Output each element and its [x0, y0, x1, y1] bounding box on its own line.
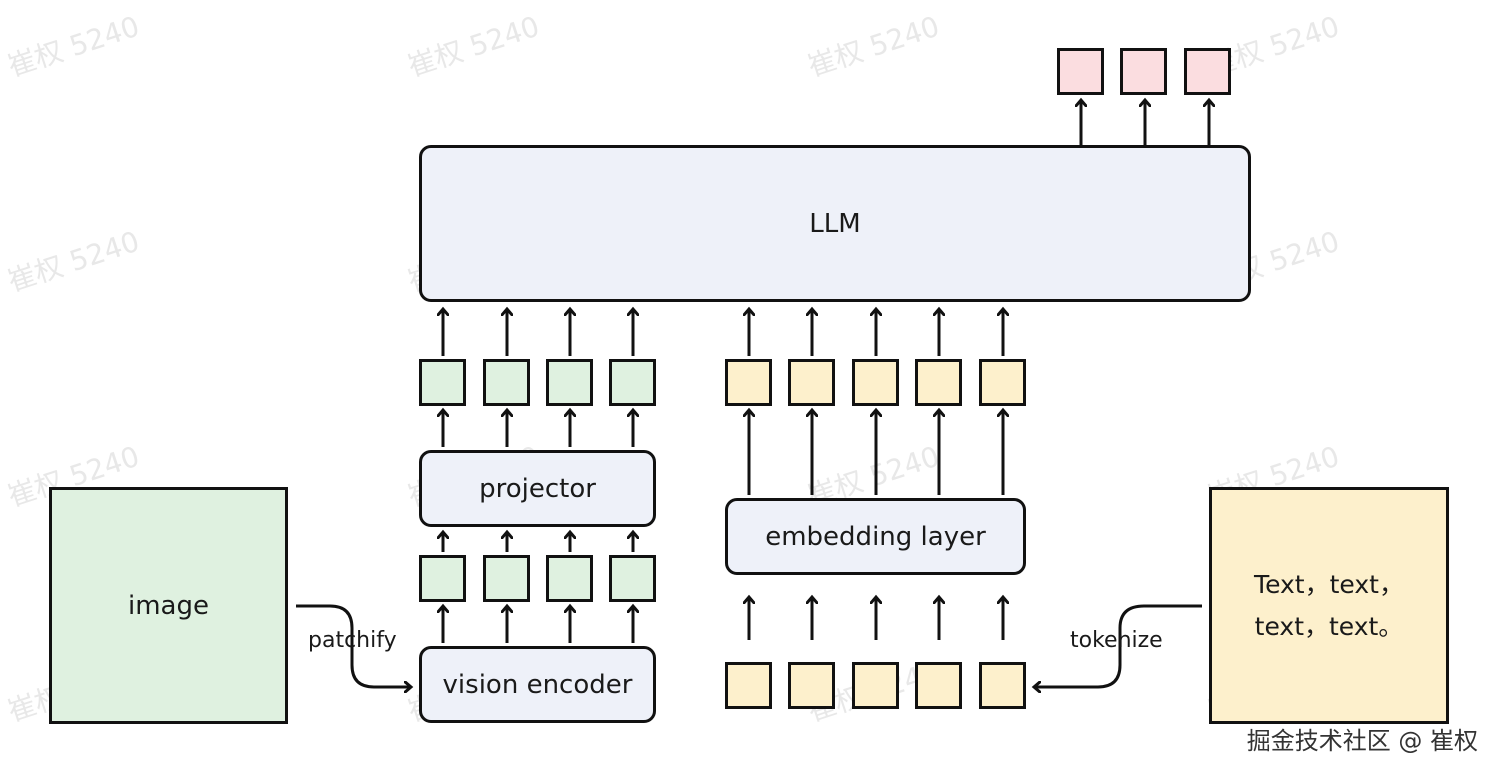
output-token: [1184, 48, 1231, 95]
image-patch-token: [546, 555, 593, 602]
patchify-connector: [296, 604, 410, 687]
llm-label: LLM: [809, 208, 861, 239]
text-input-line-1: Text，text，: [1254, 569, 1404, 599]
text-token: [915, 662, 962, 709]
projector-label: projector: [479, 473, 596, 504]
footer-credit: 掘金技术社区 @ 崔权: [1246, 727, 1478, 755]
vision-encoder-label: vision encoder: [442, 669, 633, 700]
image-label: image: [128, 590, 209, 621]
embedding-layer-block: embedding layer: [725, 498, 1026, 575]
tokenize-label: tokenize: [1070, 628, 1163, 653]
text-embedding-token: [852, 359, 899, 406]
text-embedding-token: [725, 359, 772, 406]
text-input: Text，text， text，text。: [1209, 487, 1449, 724]
text-embedding-token: [979, 359, 1026, 406]
output-token: [1057, 48, 1104, 95]
text-input-line-2: text，text。: [1254, 611, 1404, 641]
image-patch-token: [609, 555, 656, 602]
text-embedding-token: [788, 359, 835, 406]
text-token: [725, 662, 772, 709]
projected-image-token: [609, 359, 656, 406]
projected-image-token: [483, 359, 530, 406]
image-patch-token: [483, 555, 530, 602]
vision-encoder-block: vision encoder: [419, 646, 656, 723]
tokenize-connector: [1035, 604, 1202, 687]
embedding-layer-label: embedding layer: [765, 521, 986, 552]
text-token: [852, 662, 899, 709]
projector-block: projector: [419, 450, 656, 527]
llm-block: LLM: [419, 145, 1251, 302]
projected-image-token: [546, 359, 593, 406]
image-patch-token: [419, 555, 466, 602]
output-token: [1120, 48, 1167, 95]
projected-image-token: [419, 359, 466, 406]
patchify-label: patchify: [308, 628, 397, 653]
text-token: [979, 662, 1026, 709]
image-input: image: [49, 487, 288, 724]
text-embedding-token: [915, 359, 962, 406]
text-token: [788, 662, 835, 709]
